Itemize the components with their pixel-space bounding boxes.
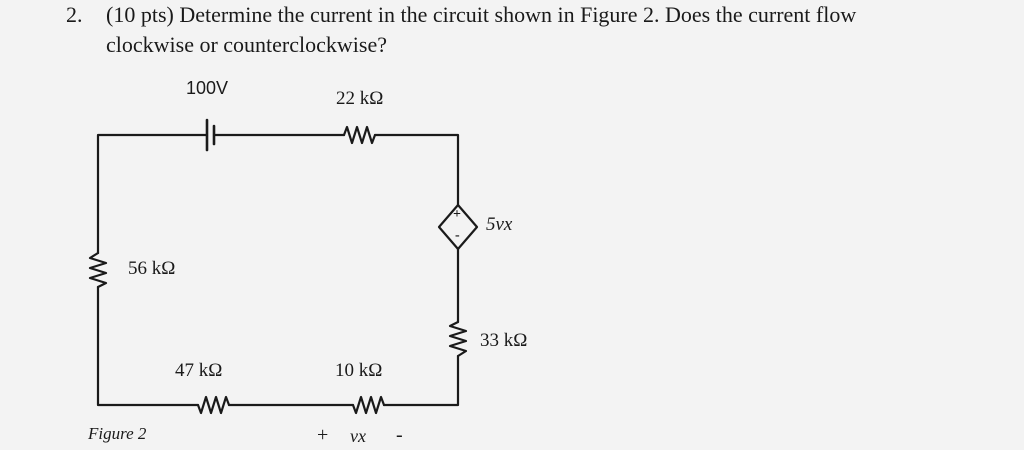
vx-minus-sign: - [396, 424, 403, 446]
figure-caption: Figure 2 [88, 424, 147, 443]
resistor-10k-label: 10 kΩ [335, 360, 383, 381]
question-number: 2. [66, 2, 83, 27]
dependent-source-label: 5vx [486, 214, 513, 235]
resistor-47k-label: 47 kΩ [175, 360, 223, 381]
resistor-22k-label: 22 kΩ [336, 88, 384, 109]
resistor-33k [448, 320, 468, 358]
source-voltage-label: 100V [186, 78, 229, 98]
vx-plus-sign: + [317, 424, 329, 446]
bottom-wire-left [96, 285, 200, 407]
top-wire-to-corner [373, 133, 460, 207]
resistor-56k [88, 251, 108, 289]
right-wire-bottom [382, 354, 460, 407]
question-text-line-2: clockwise or counterclockwise? [106, 32, 387, 57]
resistor-10k [351, 395, 386, 415]
resistor-33k-label: 33 kΩ [480, 330, 528, 351]
question-text-line-1: (10 pts) Determine the current in the ci… [106, 2, 857, 27]
dependent-source-plus: + [453, 207, 461, 222]
resistor-22k [342, 125, 377, 145]
vx-label: vx [350, 426, 366, 446]
resistor-47k [196, 395, 231, 415]
top-wire-left [96, 133, 209, 255]
resistor-56k-label: 56 kΩ [128, 258, 176, 279]
dependent-source-minus: - [455, 228, 460, 243]
